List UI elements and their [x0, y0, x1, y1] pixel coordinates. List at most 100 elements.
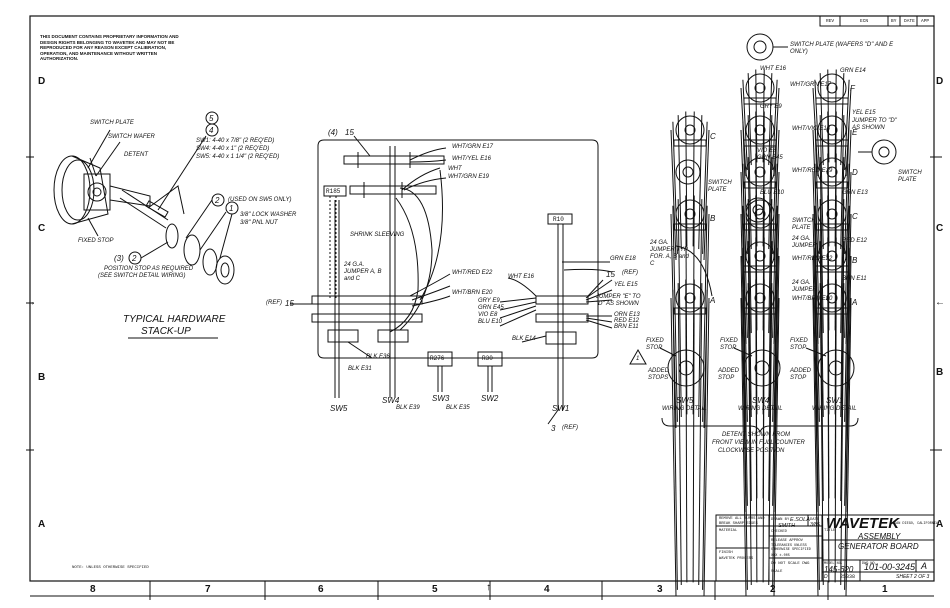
label-switch-plate-left: SWITCH PLATE	[708, 180, 732, 193]
label-used-on-sw5: (USED ON SW5 ONLY)	[228, 197, 292, 203]
tb-title-2: GENERATOR BOARD	[838, 542, 919, 551]
label-jumper-e-to-d: JUMPER "E" TO "D" AS SHOWN	[596, 294, 641, 307]
tb-release: RELEASE APPROV	[771, 539, 803, 543]
tb-xxx: XXX ±.005	[771, 554, 790, 558]
proprietary-notice: THIS DOCUMENT CONTAINS PROPRIETARY INFOR…	[40, 34, 179, 61]
wafer-grn-e14: GRN E14	[840, 68, 866, 74]
wafer-letter-b: B	[852, 256, 858, 265]
wire-brn-e11: BRN E11	[614, 324, 639, 330]
label-shrink-sleeving: SHRINK SLEEVING	[350, 232, 405, 238]
label-jumper-24-left: 24 GA. JUMPER TYP FOR. A, B and C	[650, 240, 689, 267]
wafer-wht-red-e19: WHT/RED E19	[792, 168, 833, 174]
label-lock-washer: 3/8" LOCK WASHER	[240, 212, 297, 218]
label-jumper-abc: 24 G.A. JUMPER A, B and C	[344, 262, 382, 282]
switch-label-sw1: SW1	[552, 404, 570, 413]
wavetek-logo: WAVETEK	[826, 515, 900, 532]
balloon-4: 4	[209, 126, 214, 135]
center-arrow-bottom: ↑	[486, 582, 491, 593]
wafer-letter-f: F	[850, 84, 855, 93]
wire-wht-e16: WHT E16	[508, 274, 535, 280]
center-arrow-right: ←	[935, 297, 945, 308]
wire-grn-e45: GRN E45	[478, 305, 504, 311]
wafer-brn-e11: BRN E11	[842, 276, 867, 282]
wafer-wht-e16: WHT E16	[760, 66, 787, 72]
label-jumper-24-a: 24 GA. JUMPER	[792, 280, 817, 293]
stackup-title-2: STACK-UP	[141, 326, 191, 337]
detail-wiring-sw4: WIRING DETAIL	[738, 406, 783, 412]
tb-code: 25338	[840, 574, 856, 580]
label-r10: R10	[553, 216, 564, 223]
note-bottom: NOTE: UNLESS OTHERWISE SPECIFIED	[72, 566, 149, 570]
warning-note-1: 1	[636, 356, 640, 362]
wafer-wht-red-e22: WHT/RED E22	[792, 256, 833, 262]
center-arrow-left: →	[26, 297, 36, 308]
wire-gry-e9: GRY E9	[478, 298, 500, 304]
label-ref-right: (REF)	[622, 270, 638, 276]
wire-blk-e35: BLK E35	[446, 405, 470, 411]
stackup-title-1: TYPICAL HARDWARE	[123, 314, 226, 325]
label-switch-plate: SWITCH PLATE	[90, 120, 134, 126]
tb-date-value: 3/85	[810, 522, 820, 528]
wafer-wht-vio-e18: WHT/VIO E18	[792, 126, 831, 132]
detent-note-1: DETENT SHOWN FROM	[722, 432, 790, 438]
tb-material: MATERIAL	[719, 529, 738, 533]
wire-wht-red-e22: WHT/RED E22	[452, 270, 493, 276]
tb-sheet: SHEET 2 OF 3	[896, 574, 930, 580]
detail-wiring-sw5: WIRING DETAIL	[662, 406, 707, 412]
zone-row-a-right: A	[936, 519, 944, 530]
balloon-2-used: 2	[215, 196, 220, 205]
balloon-3-prefix: (3)	[114, 254, 124, 263]
tb-drawn-by: DRAWN BY	[771, 518, 790, 522]
balloon-1: 1	[229, 204, 234, 213]
tb-drawn-name: E.SOLA	[790, 517, 810, 523]
rev-header: REV	[826, 19, 835, 24]
wafer-col-b: B	[710, 214, 716, 223]
switch-label-sw4: SW4	[382, 396, 400, 405]
label-switch-plate-mid: SWITCH PLATE	[792, 218, 816, 231]
tb-drawn-name-2: SMITH	[778, 523, 796, 529]
label-see-detail: (SEE SWITCH DETAIL WIRING)	[98, 273, 186, 279]
wafer-wht-brn-e20: WHT/BRN E20	[792, 296, 833, 302]
balloon-15-top-prefix: (4)	[328, 128, 338, 137]
zone-row-b-right: B	[936, 367, 944, 378]
tb-scale: SCALE	[771, 570, 783, 574]
wire-wht-brn-e20: WHT/BRN E20	[452, 290, 493, 296]
wafer-letter-a: A	[852, 298, 858, 307]
screw-sw4: SW4: 4-40 x 1" (2 REQ'ED)	[196, 146, 270, 152]
wafer-gry-e9: GRY E9	[760, 104, 782, 110]
tb-checked: CHECKED	[771, 530, 787, 534]
wafer-vio-e8: VIO E8	[757, 148, 777, 154]
balloon-3-ref: 3	[551, 424, 556, 433]
zone-row-a-left: A	[38, 519, 46, 530]
tb-process: WAVETEK PROCESS	[719, 557, 754, 561]
wafer-yel-e15: YEL E15	[852, 110, 876, 116]
detail-wiring-sw1: WIRING DETAIL	[812, 406, 857, 412]
zone-col-5: 5	[432, 584, 438, 595]
tb-model-label: MODEL NO.	[824, 562, 843, 566]
zone-col-2: 2	[770, 584, 776, 595]
wire-yel-e15: YEL E15	[614, 282, 638, 288]
detail-name-sw4: SW4	[752, 396, 770, 405]
detail-sw4-added-stop: ADDED STOP	[718, 368, 740, 381]
detail-sw4-fixed-stop: FIXED STOP	[720, 338, 738, 351]
detent-note-3: CLOCKWISE POSITION	[718, 448, 785, 454]
wire-vio-e8: VIO E8	[478, 312, 498, 318]
wafer-jumper-to-d: JUMPER TO "D" AS SHOWN	[852, 118, 897, 131]
wire-red-e12: RED E12	[614, 318, 640, 324]
app-header: APP	[921, 19, 930, 24]
label-ref-15-left: (REF)	[266, 300, 282, 306]
wafer-red-e12: RED E12	[842, 238, 868, 244]
date-header: DATE	[904, 19, 915, 24]
detent-note-2: FRONT VIEW IN FULL COUNTER	[712, 440, 805, 446]
tb-dwg-value: 101-00-3245	[864, 562, 916, 572]
zone-col-4: 4	[544, 584, 550, 595]
wire-blk-e14: BLK E14	[512, 336, 536, 342]
detail-name-sw5: SW5	[676, 396, 694, 405]
label-r30: R30	[482, 355, 493, 362]
switch-label-sw3: SW3	[432, 394, 450, 403]
balloon-5: 5	[209, 114, 214, 123]
wire-blk-e31: BLK E31	[348, 366, 372, 372]
zone-row-c-right: C	[936, 223, 944, 234]
tb-model-value: 145-620	[824, 565, 854, 574]
zone-col-1: 1	[882, 584, 888, 595]
